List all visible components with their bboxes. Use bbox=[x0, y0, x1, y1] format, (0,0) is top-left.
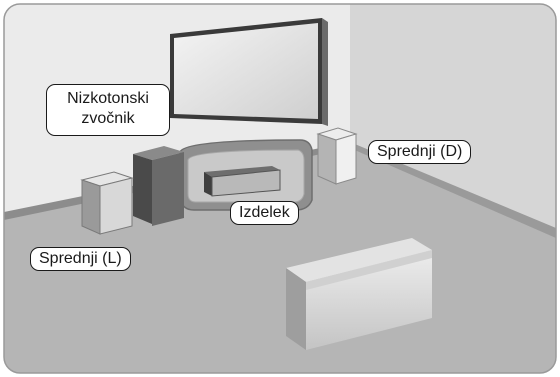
tv-icon bbox=[170, 18, 328, 126]
couch-icon bbox=[286, 238, 432, 350]
front-left-label: Sprednji (L) bbox=[30, 247, 131, 271]
subwoofer-label-line2: zvočnik bbox=[81, 110, 135, 127]
frame-border bbox=[3, 3, 557, 374]
product-unit-icon bbox=[204, 166, 281, 197]
right-wall bbox=[350, 4, 556, 236]
right-baseboard bbox=[350, 142, 556, 238]
front-right-label: Sprednji (D) bbox=[368, 140, 472, 164]
subwoofer-icon bbox=[133, 146, 184, 226]
product-label: Izdelek bbox=[230, 201, 299, 225]
subwoofer-label: Nizkotonski zvočnik bbox=[46, 84, 170, 136]
subwoofer-label-line1: Nizkotonski bbox=[67, 90, 149, 107]
front-left-speaker-icon bbox=[80, 171, 134, 235]
front-right-speaker-icon bbox=[316, 127, 358, 185]
